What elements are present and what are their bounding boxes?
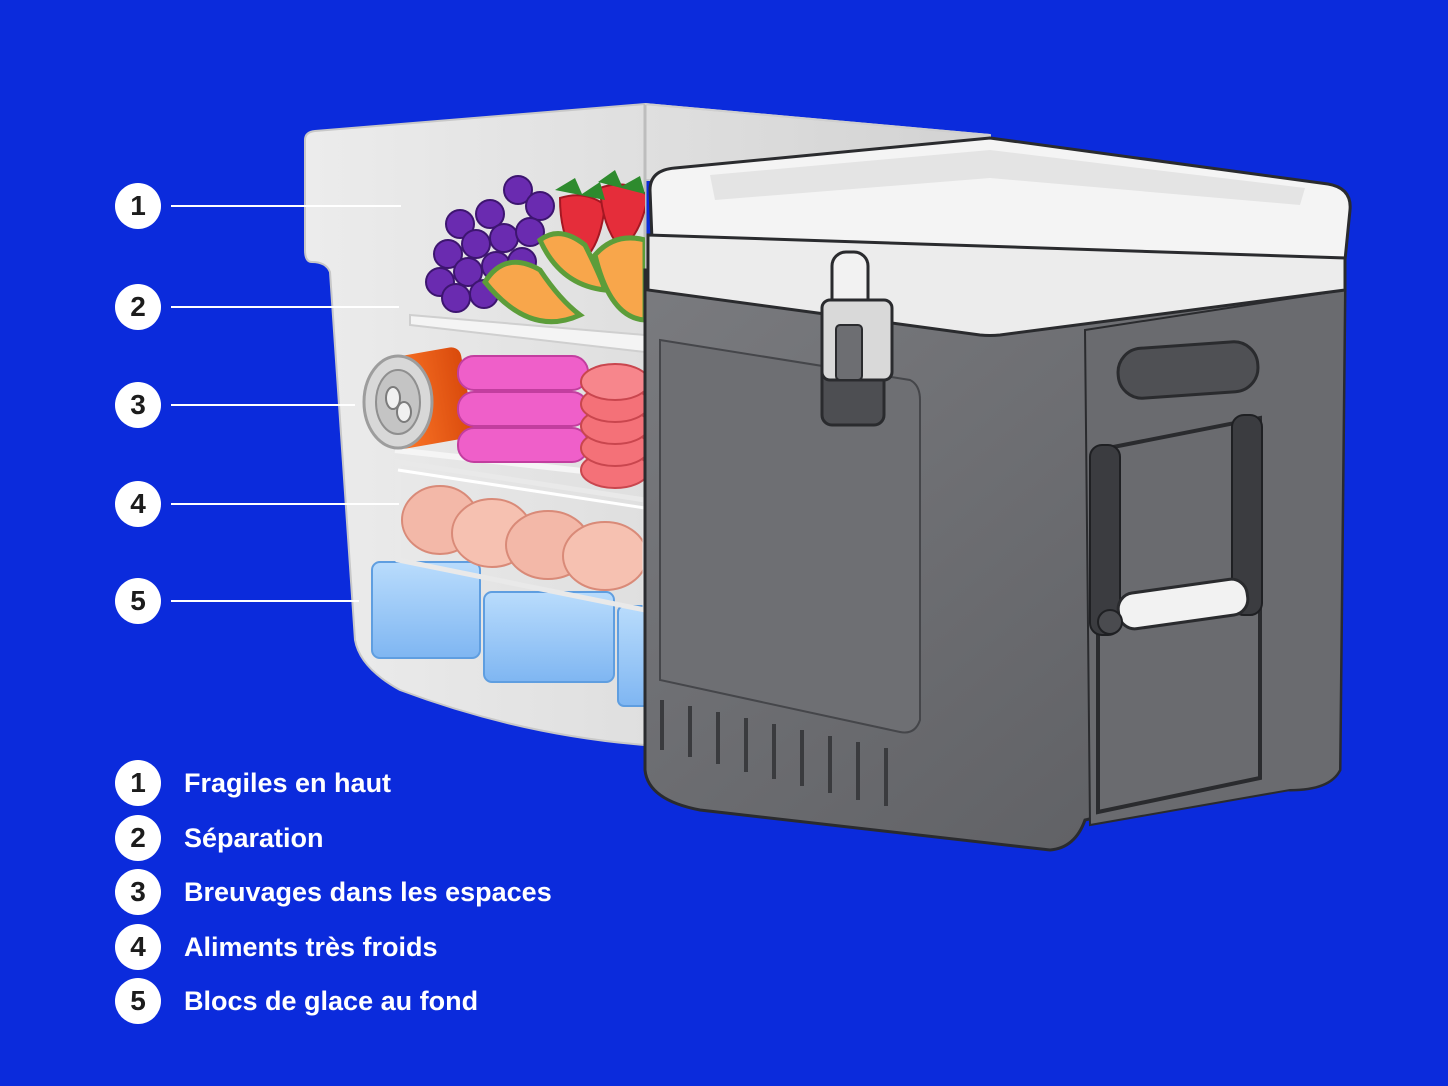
legend-label: Séparation xyxy=(184,822,324,853)
callout-3: 3 xyxy=(115,382,405,430)
ice-block-icon xyxy=(371,561,645,707)
callout-2: 2 xyxy=(115,284,405,332)
legend-item: 2 Séparation xyxy=(115,814,715,861)
legend-item: 5 Blocs de glace au fond xyxy=(115,978,715,1024)
legend-badge: 3 xyxy=(115,869,161,915)
legend-item: 4 Aliments très froids xyxy=(115,923,715,970)
burger-patty-icon xyxy=(580,363,645,489)
legend-label: Breuvages dans les espaces xyxy=(184,877,552,907)
legend: 1 Fragiles en haut 2 Séparation 3 Breuva… xyxy=(115,760,715,1033)
legend-badge: 4 xyxy=(115,923,161,970)
melon-icon xyxy=(481,231,645,325)
callout-badge: 3 xyxy=(115,382,161,428)
cooler-icon xyxy=(643,136,1352,852)
cooler-interior xyxy=(304,102,991,747)
interior-rim xyxy=(644,103,991,136)
legend-item: 3 Breuvages dans les espaces xyxy=(115,869,715,915)
cooler-lid-inset xyxy=(710,150,1305,205)
leader-line xyxy=(171,503,399,505)
cooler-latch xyxy=(820,250,894,427)
leader-line xyxy=(171,306,399,308)
leader-line xyxy=(171,404,355,406)
cooler-side xyxy=(1083,288,1347,827)
cooler-vents xyxy=(660,700,888,806)
strawberry-icon xyxy=(555,170,645,264)
callout-5: 5 xyxy=(115,578,405,626)
cooler-handle xyxy=(1089,414,1263,815)
soda-can-icon xyxy=(362,347,474,450)
cooler-front-panel xyxy=(659,338,921,734)
legend-badge: 1 xyxy=(115,760,161,806)
callout-badge: 5 xyxy=(115,578,161,624)
legend-badge: 5 xyxy=(115,978,161,1024)
legend-item: 1 Fragiles en haut xyxy=(115,760,715,806)
legend-label: Aliments très froids xyxy=(184,931,438,962)
chicken-icon xyxy=(401,485,645,591)
callout-badge: 4 xyxy=(115,481,161,527)
legend-badge: 2 xyxy=(115,814,161,861)
callout-badge: 1 xyxy=(115,183,161,229)
shelf-icon xyxy=(409,313,645,354)
callout-badge: 2 xyxy=(115,284,161,330)
callout-4: 4 xyxy=(115,481,405,529)
leader-line xyxy=(171,600,359,602)
shelf-icon xyxy=(395,459,645,614)
leader-line xyxy=(171,205,401,207)
legend-label: Fragiles en haut xyxy=(184,768,392,798)
sausage-pack-icon xyxy=(457,355,589,463)
callout-1: 1 xyxy=(115,183,405,231)
legend-label: Blocs de glace au fond xyxy=(184,986,479,1016)
cooler-hand-slot xyxy=(1116,340,1260,400)
